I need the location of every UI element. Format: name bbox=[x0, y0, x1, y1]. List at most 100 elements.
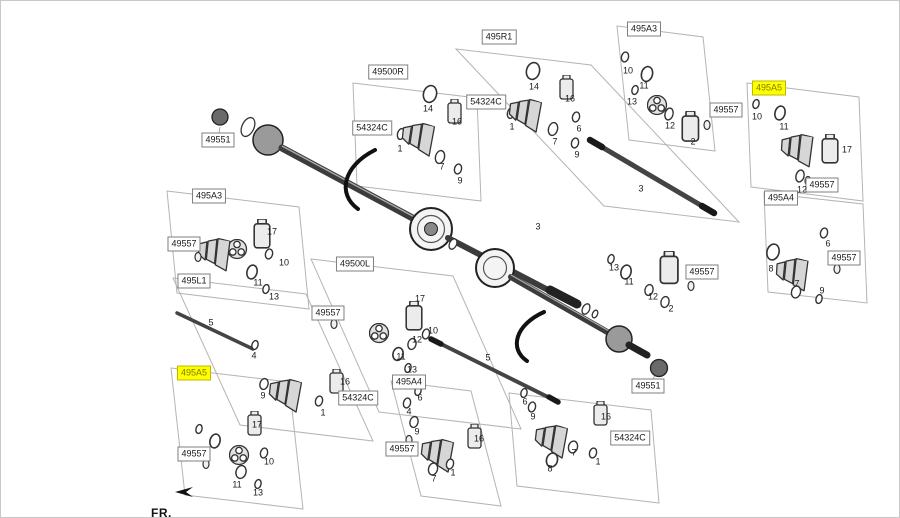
boundary-495L1 bbox=[172, 277, 374, 442]
outer-cv-joint-icon bbox=[252, 124, 284, 156]
callout-11: 11 bbox=[253, 277, 263, 288]
callout-17: 17 bbox=[266, 226, 278, 237]
part-label-49557[interactable]: 49557 bbox=[177, 446, 211, 462]
fr-arrow-icon bbox=[175, 484, 193, 502]
boot-kit-49500R bbox=[396, 84, 463, 175]
callout-17: 17 bbox=[841, 144, 853, 155]
kit-49500L bbox=[330, 301, 431, 374]
ring bbox=[240, 116, 256, 138]
callout-11: 11 bbox=[639, 80, 649, 91]
part-label-49551[interactable]: 49551 bbox=[631, 378, 665, 394]
boundary-495A3-top bbox=[616, 25, 716, 152]
kit-495L1 bbox=[251, 339, 343, 412]
callout-7: 7 bbox=[439, 161, 445, 172]
outer-cv-joint-icon bbox=[605, 325, 633, 353]
part-label-49557[interactable]: 49557 bbox=[385, 441, 419, 457]
callout-11: 11 bbox=[396, 351, 406, 362]
callout-17: 17 bbox=[251, 419, 263, 430]
part-label-495l1[interactable]: 495L1 bbox=[177, 273, 211, 289]
callout-9: 9 bbox=[819, 285, 825, 296]
callout-4: 4 bbox=[406, 406, 412, 417]
ring bbox=[620, 264, 632, 280]
callout-12: 12 bbox=[796, 184, 808, 195]
ring bbox=[314, 395, 324, 407]
part-label-49557[interactable]: 49557 bbox=[167, 236, 201, 252]
callout-7: 7 bbox=[794, 278, 800, 289]
ring bbox=[795, 169, 805, 183]
ring bbox=[766, 243, 780, 261]
boundary-495A4-bottom bbox=[390, 380, 502, 507]
callout-9: 9 bbox=[457, 175, 463, 186]
ring bbox=[591, 309, 599, 319]
part-label-49557[interactable]: 49557 bbox=[685, 264, 719, 280]
part-label-49500l[interactable]: 49500L bbox=[335, 256, 375, 272]
callout-14: 14 bbox=[422, 103, 434, 114]
kit-495A5-left bbox=[195, 411, 269, 490]
part-label-495a3[interactable]: 495A3 bbox=[626, 21, 662, 37]
ring bbox=[448, 238, 458, 250]
part-label-54324c[interactable]: 54324C bbox=[338, 390, 378, 406]
ring bbox=[567, 440, 579, 454]
part-label-49557[interactable]: 49557 bbox=[805, 177, 839, 193]
ring bbox=[527, 401, 537, 413]
axle-shaft bbox=[278, 144, 424, 226]
part-label-495a4[interactable]: 495A4 bbox=[391, 374, 427, 390]
shaft-part-5-left bbox=[175, 311, 255, 351]
ring bbox=[409, 415, 419, 429]
ring bbox=[644, 283, 654, 297]
callout-14: 14 bbox=[528, 81, 540, 92]
ring bbox=[571, 111, 581, 123]
callout-13: 13 bbox=[268, 291, 280, 302]
ring bbox=[620, 51, 630, 63]
callout-9: 9 bbox=[530, 411, 536, 422]
joint-inner-ring bbox=[482, 255, 508, 281]
part-label-495r1[interactable]: 495R1 bbox=[481, 29, 517, 45]
ring bbox=[259, 377, 269, 391]
callout-16: 16 bbox=[473, 433, 485, 444]
part-label-54324c[interactable]: 54324C bbox=[352, 120, 392, 136]
callout-1: 1 bbox=[397, 143, 403, 154]
part-label-495a4[interactable]: 495A4 bbox=[763, 190, 799, 206]
ring bbox=[421, 328, 431, 340]
ring bbox=[445, 458, 455, 470]
part-label-495a5-highlighted[interactable]: 495A5 bbox=[751, 80, 787, 96]
callout-16: 16 bbox=[600, 411, 612, 422]
part-label-495a5-highlighted[interactable]: 495A5 bbox=[176, 365, 212, 381]
ring bbox=[392, 346, 404, 362]
joint-inner-ring bbox=[416, 214, 446, 244]
joint-center bbox=[424, 222, 438, 236]
callout-13: 13 bbox=[608, 262, 620, 273]
callout-16: 16 bbox=[451, 116, 463, 127]
grease-pack-icon bbox=[194, 251, 202, 263]
part-label-49557[interactable]: 49557 bbox=[827, 250, 861, 266]
callout-1: 1 bbox=[509, 121, 515, 132]
leader-swooshes bbox=[343, 148, 546, 363]
callout-13: 13 bbox=[252, 487, 264, 498]
callout-8: 8 bbox=[768, 263, 774, 274]
callout-2: 2 bbox=[690, 136, 696, 147]
fr-label: FR. bbox=[151, 506, 172, 518]
spline-end bbox=[625, 341, 651, 359]
part-label-49551[interactable]: 49551 bbox=[201, 132, 235, 148]
part-label-54324c[interactable]: 54324C bbox=[466, 94, 506, 110]
ring bbox=[545, 452, 559, 468]
part-label-49557[interactable]: 49557 bbox=[311, 305, 345, 321]
ring bbox=[588, 447, 598, 459]
callout-1: 1 bbox=[595, 456, 601, 467]
part-label-49500r[interactable]: 49500R bbox=[368, 64, 408, 80]
ring bbox=[254, 478, 262, 490]
part-label-495a3[interactable]: 495A3 bbox=[191, 188, 227, 204]
part-label-54324c[interactable]: 54324C bbox=[610, 430, 650, 446]
boundary-49500L bbox=[310, 258, 522, 430]
part-label-49557[interactable]: 49557 bbox=[709, 102, 743, 118]
inner-joint-kit-lower bbox=[607, 251, 695, 309]
fr-direction-indicator: FR. bbox=[151, 484, 193, 518]
boundary-495A5-right bbox=[746, 82, 864, 202]
driveshaft-right-assembly bbox=[211, 108, 599, 319]
ring bbox=[774, 105, 786, 121]
ring bbox=[631, 84, 639, 96]
ring bbox=[581, 303, 591, 315]
boot-kit-54324C-bottom bbox=[520, 387, 607, 468]
